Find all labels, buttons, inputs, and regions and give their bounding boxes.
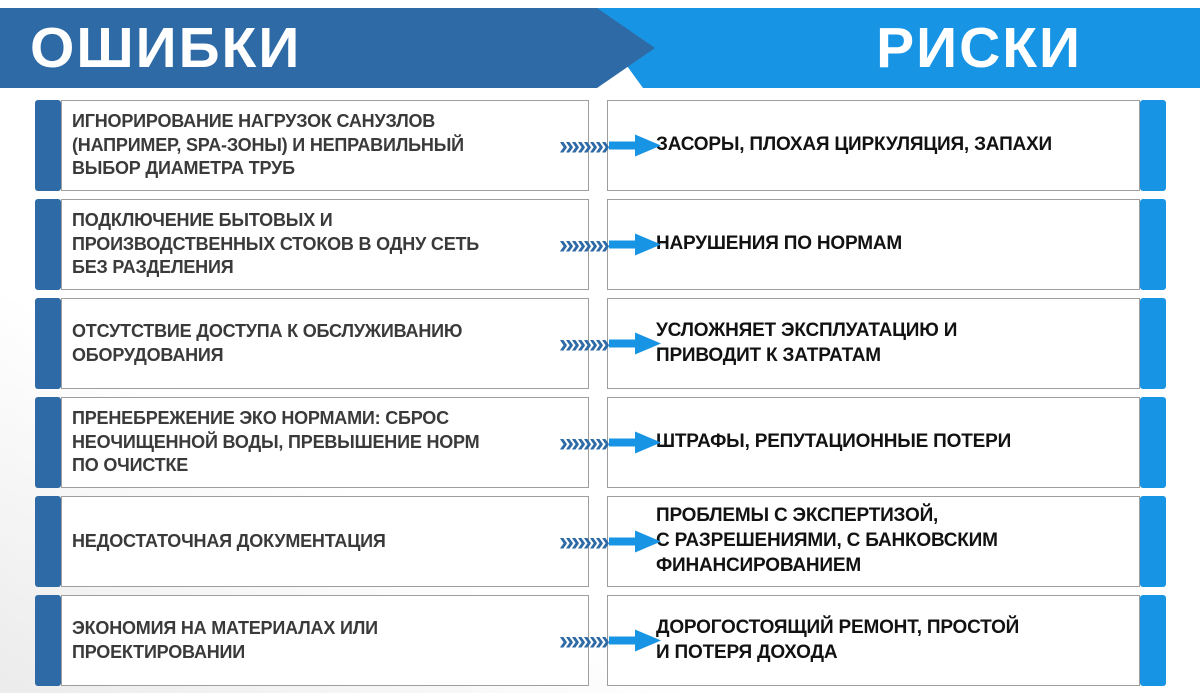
risk-box: ПРОБЛЕМЫ С ЭКСПЕРТИЗОЙ, С РАЗРЕШЕНИЯМИ, … [607,496,1140,587]
risk-box: ШТРАФЫ, РЕПУТАЦИОННЫЕ ПОТЕРИ [607,397,1140,488]
header: ОШИБКИ РИСКИ [0,8,1200,88]
mistake-text: ИГНОРИРОВАНИЕ НАГРУЗОК САНУЗЛОВ (НАПРИМЕ… [72,110,464,179]
table-row: ПРЕНЕБРЕЖЕНИЕ ЭКО НОРМАМИ: СБРОС НЕОЧИЩЕ… [35,397,1166,488]
table-row: НЕДОСТАТОЧНАЯ ДОКУМЕНТАЦИЯ »»»» ПРОБЛЕМЫ… [35,496,1166,587]
mistake-box: ИГНОРИРОВАНИЕ НАГРУЗОК САНУЗЛОВ (НАПРИМЕ… [61,100,589,191]
risk-box: УСЛОЖНЯЕТ ЭКСПЛУАТАЦИЮ И ПРИВОДИТ К ЗАТР… [607,298,1140,389]
row-left-tab [35,595,61,686]
table-row: ОТСУТСТВИЕ ДОСТУПА К ОБСЛУЖИВАНИЮ ОБОРУД… [35,298,1166,389]
row-left-tab [35,298,61,389]
row-right-tab [1140,298,1166,389]
risks-header-band [585,8,1200,88]
mistake-text: ПОДКЛЮЧЕНИЕ БЫТОВЫХ И ПРОИЗВОДСТВЕННЫХ С… [72,209,480,278]
mistake-box: ОТСУТСТВИЕ ДОСТУПА К ОБСЛУЖИВАНИЮ ОБОРУД… [61,298,589,389]
mistake-box: ЭКОНОМИЯ НА МАТЕРИАЛАХ ИЛИ ПРОЕКТИРОВАНИ… [61,595,589,686]
row-left-tab [35,199,61,290]
risk-text: ПРОБЛЕМЫ С ЭКСПЕРТИЗОЙ, С РАЗРЕШЕНИЯМИ, … [656,505,998,576]
table-row: ЭКОНОМИЯ НА МАТЕРИАЛАХ ИЛИ ПРОЕКТИРОВАНИ… [35,595,1166,686]
mistake-text: ПРЕНЕБРЕЖЕНИЕ ЭКО НОРМАМИ: СБРОС НЕОЧИЩЕ… [72,407,480,476]
risk-text: ДОРОГОСТОЯЩИЙ РЕМОНТ, ПРОСТОЙ И ПОТЕРЯ Д… [656,616,1020,663]
risk-box: ДОРОГОСТОЯЩИЙ РЕМОНТ, ПРОСТОЙ И ПОТЕРЯ Д… [607,595,1140,686]
row-left-tab [35,496,61,587]
mistake-box: НЕДОСТАТОЧНАЯ ДОКУМЕНТАЦИЯ [61,496,589,587]
mistake-text: ЭКОНОМИЯ НА МАТЕРИАЛАХ ИЛИ ПРОЕКТИРОВАНИ… [72,617,378,662]
row-right-tab [1140,496,1166,587]
table-row: ИГНОРИРОВАНИЕ НАГРУЗОК САНУЗЛОВ (НАПРИМЕ… [35,100,1166,191]
mistake-text: НЕДОСТАТОЧНАЯ ДОКУМЕНТАЦИЯ [72,530,386,551]
row-right-tab [1140,199,1166,290]
errors-title: ОШИБКИ [30,16,302,80]
mistake-box: ПРЕНЕБРЕЖЕНИЕ ЭКО НОРМАМИ: СБРОС НЕОЧИЩЕ… [61,397,589,488]
risk-box: ЗАСОРЫ, ПЛОХАЯ ЦИРКУЛЯЦИЯ, ЗАПАХИ [607,100,1140,191]
errors-header-band-arrow [0,8,655,88]
risk-text: ЗАСОРЫ, ПЛОХАЯ ЦИРКУЛЯЦИЯ, ЗАПАХИ [656,134,1052,156]
row-right-tab [1140,595,1166,686]
risk-text: ШТРАФЫ, РЕПУТАЦИОННЫЕ ПОТЕРИ [656,431,1012,453]
row-right-tab [1140,397,1166,488]
rows-list: ИГНОРИРОВАНИЕ НАГРУЗОК САНУЗЛОВ (НАПРИМЕ… [35,100,1166,686]
row-right-tab [1140,100,1166,191]
risks-title: РИСКИ [876,16,1082,80]
row-left-tab [35,100,61,191]
table-row: ПОДКЛЮЧЕНИЕ БЫТОВЫХ И ПРОИЗВОДСТВЕННЫХ С… [35,199,1166,290]
risk-text: УСЛОЖНЯЕТ ЭКСПЛУАТАЦИЮ И ПРИВОДИТ К ЗАТР… [656,319,958,366]
risk-box: НАРУШЕНИЯ ПО НОРМАМ [607,199,1140,290]
risk-text: НАРУШЕНИЯ ПО НОРМАМ [656,233,902,255]
mistake-box: ПОДКЛЮЧЕНИЕ БЫТОВЫХ И ПРОИЗВОДСТВЕННЫХ С… [61,199,589,290]
row-left-tab [35,397,61,488]
mistake-text: ОТСУТСТВИЕ ДОСТУПА К ОБСЛУЖИВАНИЮ ОБОРУД… [72,320,463,365]
infographic-page: ОШИБКИ РИСКИ ИГНОРИРОВАНИЕ НАГРУЗОК САНУ… [0,8,1200,693]
